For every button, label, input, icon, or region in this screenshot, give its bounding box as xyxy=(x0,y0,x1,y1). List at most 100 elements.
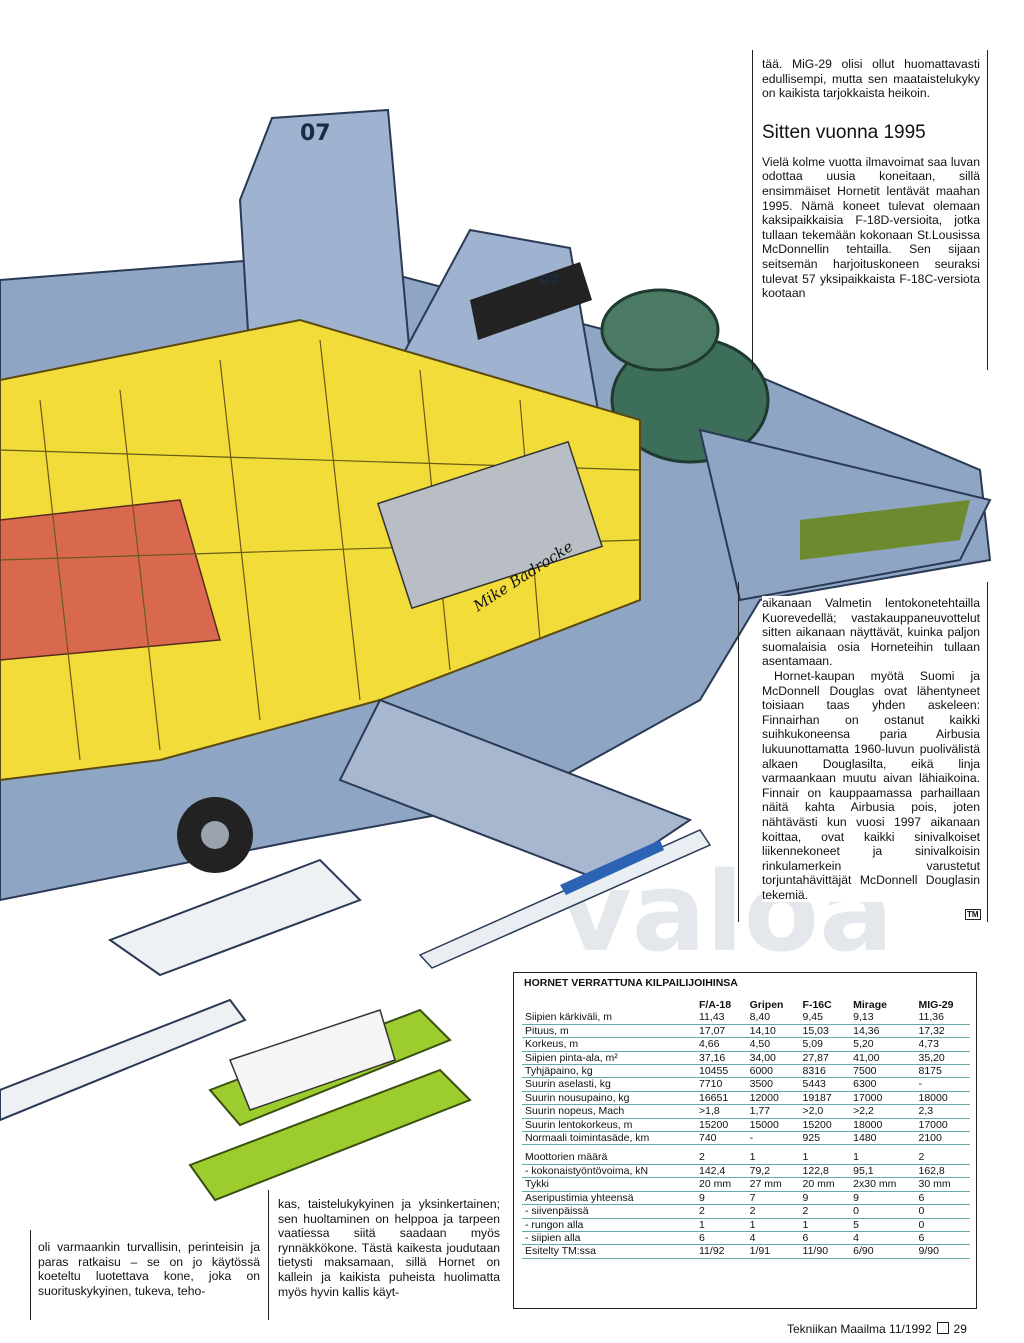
table-cell: 6/90 xyxy=(850,1244,916,1259)
table-cell: 1 xyxy=(746,1151,800,1165)
table-cell: 142,4 xyxy=(696,1164,747,1179)
page-number: 29 xyxy=(953,1322,967,1336)
table-title: HORNET VERRATTUNA KILPAILIJOIHINSA xyxy=(524,977,738,989)
article-column-top: tää. MiG-29 olisi ollut huomattavasti ed… xyxy=(762,57,980,301)
column-rule-right-lower xyxy=(987,582,988,922)
table-cell: >2,0 xyxy=(799,1104,851,1119)
tail-number: 07 xyxy=(300,121,331,146)
table-cell: >1,8 xyxy=(696,1104,747,1119)
table-cell: 17000 xyxy=(915,1118,970,1133)
table-cell: 2x30 mm xyxy=(850,1177,916,1192)
table-cell: 19187 xyxy=(799,1091,851,1106)
table-cell: 95,1 xyxy=(850,1164,916,1179)
footer-box-icon xyxy=(936,1322,949,1334)
table-cell: 4,50 xyxy=(746,1037,800,1052)
table-cell: 1 xyxy=(850,1151,916,1165)
article-paragraph: Vielä kolme vuotta ilmavoimat saa luvan … xyxy=(762,154,980,301)
table-cell: 34,00 xyxy=(746,1051,800,1066)
table-cell: 5443 xyxy=(799,1077,851,1092)
row-label: Suurin nopeus, Mach xyxy=(522,1104,696,1119)
table-cell: 0 xyxy=(915,1204,970,1219)
table-cell: 2 xyxy=(799,1204,851,1219)
green-bomb-lower xyxy=(188,1068,472,1202)
row-label: Aseripustimia yhteensä xyxy=(522,1191,696,1206)
table-cell: >2,2 xyxy=(850,1104,916,1119)
table-cell: 2 xyxy=(696,1204,747,1219)
table-cell: 6300 xyxy=(850,1077,916,1092)
table-cell: 7500 xyxy=(850,1064,916,1079)
wing-camo xyxy=(800,500,970,560)
table-cell: 11,43 xyxy=(696,1011,747,1025)
article-paragraph: kas, taistelukykyinen ja yksinkertainen;… xyxy=(278,1197,500,1299)
table-cell: 4 xyxy=(850,1231,916,1246)
row-label: Normaali toimintasäde, km xyxy=(522,1131,696,1146)
table-cell: 1/91 xyxy=(746,1244,800,1259)
table-cell: 11/92 xyxy=(696,1244,747,1259)
table-cell: 30 mm xyxy=(915,1177,970,1192)
column-rule-right xyxy=(987,50,988,370)
table-cell: 2 xyxy=(746,1204,800,1219)
table-cell: 8316 xyxy=(799,1064,851,1079)
table-cell: 5,09 xyxy=(799,1037,851,1052)
table-cell: 20 mm xyxy=(799,1177,851,1192)
table-cell: 12000 xyxy=(746,1091,800,1106)
fin-number: 07 xyxy=(540,273,559,289)
table-cell: 4 xyxy=(746,1231,800,1246)
table-cell: 5,20 xyxy=(850,1037,916,1052)
table-cell: 27,87 xyxy=(799,1051,851,1066)
engine-nozzle-right xyxy=(600,288,720,372)
row-label: Suurin aselasti, kg xyxy=(522,1077,696,1092)
table-cell: 14,36 xyxy=(850,1024,916,1039)
article-paragraph: tää. MiG-29 olisi ollut huomattavasti ed… xyxy=(762,57,980,101)
table-cell: 1 xyxy=(799,1151,851,1165)
row-label: Esitelty TM:ssa xyxy=(522,1244,696,1259)
table-cell: 740 xyxy=(696,1131,747,1146)
table-cell: 6 xyxy=(915,1231,970,1246)
table-cell: 0 xyxy=(915,1218,970,1232)
table-cell: 15200 xyxy=(799,1118,851,1133)
table-cell: 8,40 xyxy=(746,1011,800,1025)
table-cell: 925 xyxy=(799,1131,851,1146)
article-column-bottom-left: oli varmaankin turvallisin, perinteisin … xyxy=(38,1240,260,1299)
column-header: F/A-18 xyxy=(699,999,732,1011)
column-header: Gripen xyxy=(749,999,784,1011)
article-paragraph: oli varmaankin turvallisin, perinteisin … xyxy=(38,1240,260,1298)
column-rule-left-lower xyxy=(738,582,739,922)
table-cell: 1480 xyxy=(850,1131,916,1146)
table-cell: 0 xyxy=(850,1204,916,1219)
table-cell: 35,20 xyxy=(915,1051,970,1066)
table-cell: 1,77 xyxy=(746,1104,800,1119)
table-cell: 2 xyxy=(696,1151,747,1165)
table-cell: 17,32 xyxy=(915,1024,970,1039)
table-cell: 17000 xyxy=(850,1091,916,1106)
table-cell: 11/90 xyxy=(799,1244,851,1259)
table-cell: 79,2 xyxy=(746,1164,800,1179)
row-label: - kokonaistyöntövoima, kN xyxy=(522,1164,696,1179)
row-label: Tyhjäpaino, kg xyxy=(522,1064,696,1079)
table-cell: 3500 xyxy=(746,1077,800,1092)
article-paragraph: aikanaan Valmetin lentokonetehtailla Kuo… xyxy=(762,596,980,669)
table-cell: 162,8 xyxy=(915,1164,970,1179)
row-label: Korkeus, m xyxy=(522,1037,696,1052)
table-cell: 18000 xyxy=(915,1091,970,1106)
table-cell: 1 xyxy=(746,1218,800,1232)
table-cell: 15000 xyxy=(746,1118,800,1133)
column-rule-bottom-left xyxy=(30,1230,31,1320)
fuel-tank-section xyxy=(0,499,221,661)
table-cell: 1 xyxy=(799,1218,851,1232)
article-paragraph: Hornet-kaupan myötä Suomi ja McDonnell D… xyxy=(762,668,980,902)
table-cell: 7710 xyxy=(696,1077,747,1092)
row-label: - rungon alla xyxy=(522,1218,696,1232)
